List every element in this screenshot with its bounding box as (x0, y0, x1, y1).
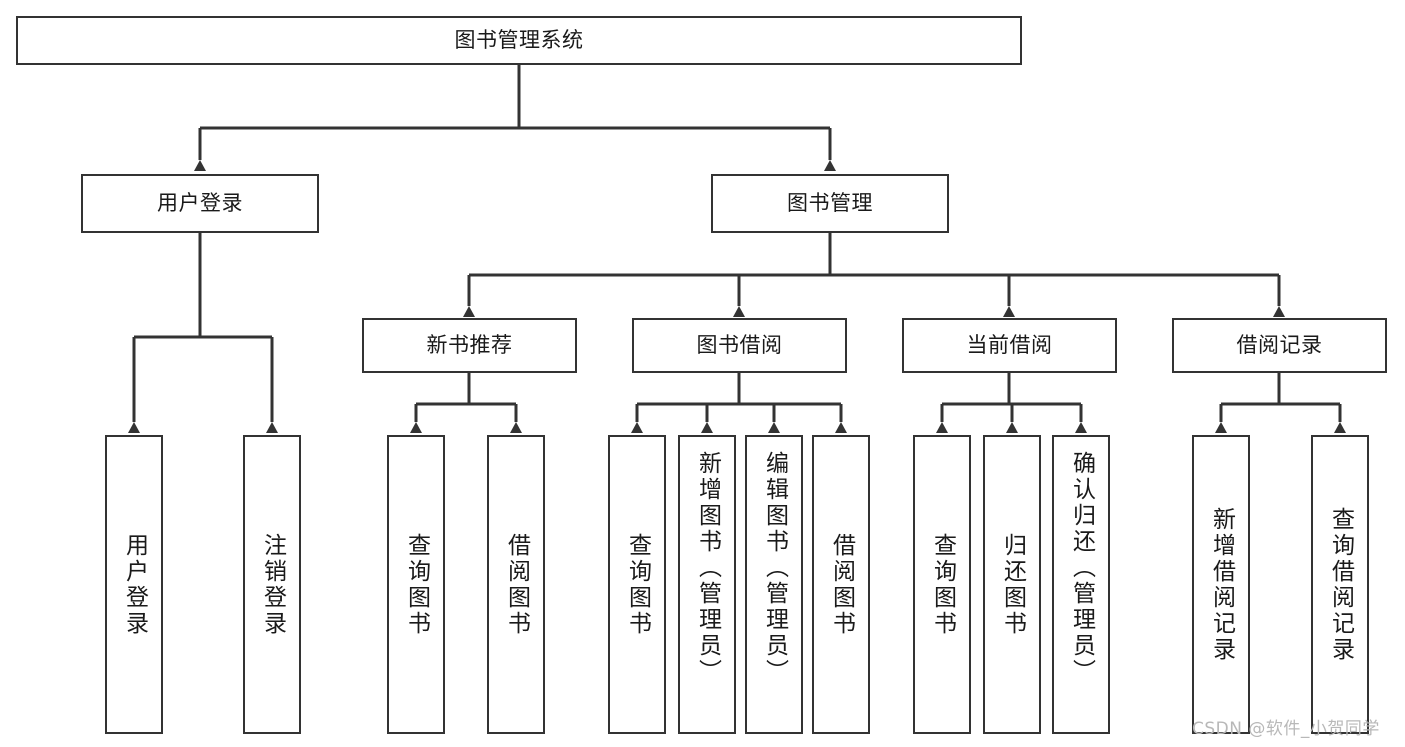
node-book-management-label: 图书管理 (787, 191, 873, 216)
node-leaf-query-book-recommend-label: 查询图书 (403, 532, 430, 637)
node-leaf-logout[interactable]: 注销登录 (243, 435, 301, 734)
node-leaf-add-book-label: 新增图书（管理员） (694, 451, 721, 685)
node-leaf-query-book-current[interactable]: 查询图书 (913, 435, 971, 734)
node-root[interactable]: 图书管理系统 (16, 16, 1022, 65)
node-leaf-logout-label: 注销登录 (259, 532, 286, 637)
node-user-login-label: 用户登录 (157, 191, 243, 216)
node-book-management[interactable]: 图书管理 (711, 174, 949, 233)
node-leaf-query-book-current-label: 查询图书 (929, 532, 956, 637)
node-leaf-confirm-return-label: 确认归还（管理员） (1068, 451, 1095, 685)
node-leaf-add-borrow-record[interactable]: 新增借阅记录 (1192, 435, 1250, 734)
node-leaf-query-borrow-record-label: 查询借阅记录 (1327, 506, 1354, 663)
node-leaf-return-book-label: 归还图书 (999, 532, 1026, 637)
node-user-login[interactable]: 用户登录 (81, 174, 319, 233)
node-leaf-borrow-book-recommend-label: 借阅图书 (503, 532, 530, 637)
node-book-borrow-label: 图书借阅 (696, 333, 783, 358)
node-new-book-recommend[interactable]: 新书推荐 (362, 318, 577, 373)
node-leaf-user-login-label: 用户登录 (121, 532, 148, 637)
node-borrow-record[interactable]: 借阅记录 (1172, 318, 1387, 373)
node-leaf-query-book-borrow[interactable]: 查询图书 (608, 435, 666, 734)
node-current-borrow-label: 当前借阅 (966, 333, 1053, 358)
node-leaf-add-book[interactable]: 新增图书（管理员） (678, 435, 736, 734)
node-root-label: 图书管理系统 (454, 28, 584, 53)
node-leaf-add-borrow-record-label: 新增借阅记录 (1208, 506, 1235, 663)
node-leaf-edit-book[interactable]: 编辑图书（管理员） (745, 435, 803, 734)
node-leaf-return-book[interactable]: 归还图书 (983, 435, 1041, 734)
node-leaf-query-book-recommend[interactable]: 查询图书 (387, 435, 445, 734)
node-book-borrow[interactable]: 图书借阅 (632, 318, 847, 373)
node-leaf-borrow-book-recommend[interactable]: 借阅图书 (487, 435, 545, 734)
node-leaf-query-book-borrow-label: 查询图书 (624, 532, 651, 637)
node-new-book-recommend-label: 新书推荐 (426, 333, 513, 358)
node-borrow-record-label: 借阅记录 (1236, 333, 1323, 358)
csdn-watermark: CSDN @软件_小贺同学 (1192, 719, 1380, 739)
node-leaf-borrow-book[interactable]: 借阅图书 (812, 435, 870, 734)
node-leaf-user-login[interactable]: 用户登录 (105, 435, 163, 734)
node-current-borrow[interactable]: 当前借阅 (902, 318, 1117, 373)
node-leaf-confirm-return[interactable]: 确认归还（管理员） (1052, 435, 1110, 734)
node-leaf-borrow-book-label: 借阅图书 (828, 532, 855, 637)
node-leaf-edit-book-label: 编辑图书（管理员） (761, 451, 788, 685)
node-leaf-query-borrow-record[interactable]: 查询借阅记录 (1311, 435, 1369, 734)
